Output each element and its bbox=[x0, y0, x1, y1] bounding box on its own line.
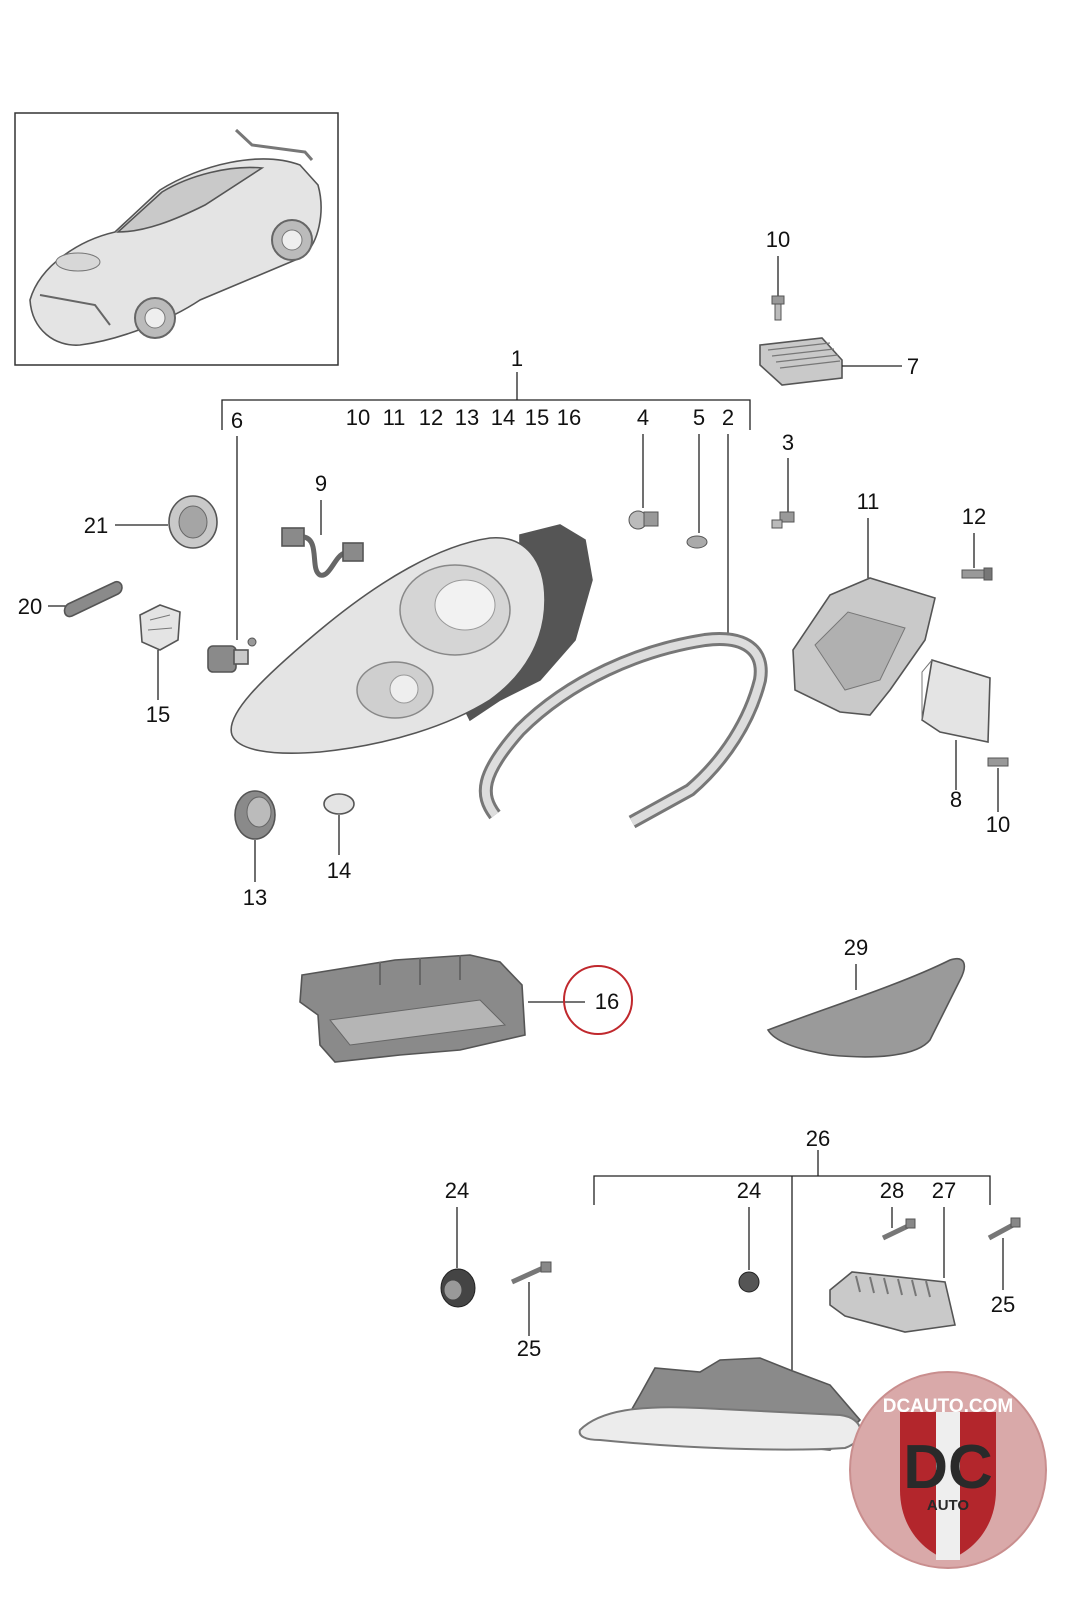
callout-26[interactable]: 26 bbox=[806, 1126, 830, 1151]
control-unit-part-8 bbox=[921, 658, 991, 743]
highlight-circle-16 bbox=[563, 965, 633, 1035]
callout-10-top[interactable]: 10 bbox=[766, 227, 790, 252]
callout-1[interactable]: 1 bbox=[511, 346, 523, 371]
callout-group-13[interactable]: 13 bbox=[455, 405, 479, 430]
callout-group-12[interactable]: 12 bbox=[419, 405, 443, 430]
callout-group-11[interactable]: 11 bbox=[383, 405, 406, 430]
callout-25-left[interactable]: 25 bbox=[517, 1336, 541, 1361]
callout-24-left[interactable]: 24 bbox=[445, 1178, 469, 1203]
callout-7[interactable]: 7 bbox=[907, 354, 919, 379]
callout-13[interactable]: 13 bbox=[243, 885, 267, 910]
callout-12[interactable]: 12 bbox=[962, 504, 986, 529]
wiring-harness-part-9 bbox=[281, 527, 364, 578]
callout-group-14[interactable]: 14 bbox=[491, 405, 515, 430]
callout-5[interactable]: 5 bbox=[693, 405, 705, 430]
led-module-part-27 bbox=[829, 1271, 956, 1333]
callout-11[interactable]: 11 bbox=[857, 489, 880, 514]
screw-part-3 bbox=[771, 511, 795, 529]
cover-cap-part-21 bbox=[168, 495, 218, 549]
callout-29[interactable]: 29 bbox=[844, 935, 868, 960]
grommet-part-24-middle bbox=[738, 1271, 760, 1293]
callout-group-15[interactable]: 15 bbox=[525, 405, 549, 430]
callout-21[interactable]: 21 bbox=[84, 513, 108, 538]
seal-gasket-part-2 bbox=[478, 632, 768, 829]
logo-word: AUTO bbox=[927, 1497, 970, 1514]
callout-27[interactable]: 27 bbox=[932, 1178, 956, 1203]
daytime-running-light-part-26 bbox=[578, 1357, 862, 1451]
bulb-part-5 bbox=[686, 535, 708, 549]
callout-10-right[interactable]: 10 bbox=[986, 812, 1010, 837]
group-bracket-26 bbox=[593, 1150, 991, 1370]
mounting-bracket-part-16 bbox=[299, 954, 526, 1063]
trim-strip-part-29 bbox=[766, 958, 966, 1058]
headlight-housing-part-1 bbox=[230, 524, 593, 755]
actuator-part-6 bbox=[207, 637, 257, 673]
callout-3[interactable]: 3 bbox=[782, 430, 794, 455]
cap-part-14 bbox=[323, 793, 355, 815]
dcauto-logo: DCAUTO.COM DC AUTO bbox=[849, 1371, 1047, 1569]
callout-16[interactable]: 16 bbox=[595, 989, 619, 1014]
callout-9[interactable]: 9 bbox=[315, 471, 327, 496]
cap-part-13 bbox=[234, 790, 276, 840]
cover-part-11 bbox=[792, 577, 936, 716]
callout-25-right[interactable]: 25 bbox=[991, 1292, 1015, 1317]
vehicle-thumbnail bbox=[14, 112, 339, 366]
callout-20[interactable]: 20 bbox=[18, 594, 42, 619]
callout-15[interactable]: 15 bbox=[146, 702, 170, 727]
screw-part-25-right bbox=[987, 1217, 1021, 1241]
bulb-part-4 bbox=[628, 510, 659, 530]
logo-url-text: DCAUTO.COM bbox=[883, 1396, 1014, 1417]
callout-28[interactable]: 28 bbox=[880, 1178, 904, 1203]
group-bracket-1 bbox=[221, 372, 751, 430]
bulb-part-20 bbox=[63, 580, 123, 618]
callout-8[interactable]: 8 bbox=[950, 787, 962, 812]
callout-24-middle[interactable]: 24 bbox=[737, 1178, 761, 1203]
callout-6[interactable]: 6 bbox=[231, 408, 243, 433]
screw-part-28 bbox=[881, 1218, 916, 1241]
logo-initials: DC bbox=[903, 1433, 993, 1502]
bulb-holder-part-15 bbox=[139, 604, 181, 651]
control-module-part-7 bbox=[759, 337, 843, 386]
screw-part-25-left bbox=[510, 1261, 552, 1285]
callout-group-10[interactable]: 10 bbox=[346, 405, 370, 430]
screw-part-10-top bbox=[771, 295, 785, 321]
callout-group-16[interactable]: 16 bbox=[557, 405, 581, 430]
grommet-part-24-left bbox=[440, 1268, 476, 1308]
screw-part-12 bbox=[961, 567, 993, 581]
screw-part-10-right bbox=[987, 757, 1009, 767]
callout-4[interactable]: 4 bbox=[637, 405, 649, 430]
callout-14[interactable]: 14 bbox=[327, 858, 351, 883]
callout-2[interactable]: 2 bbox=[722, 405, 734, 430]
